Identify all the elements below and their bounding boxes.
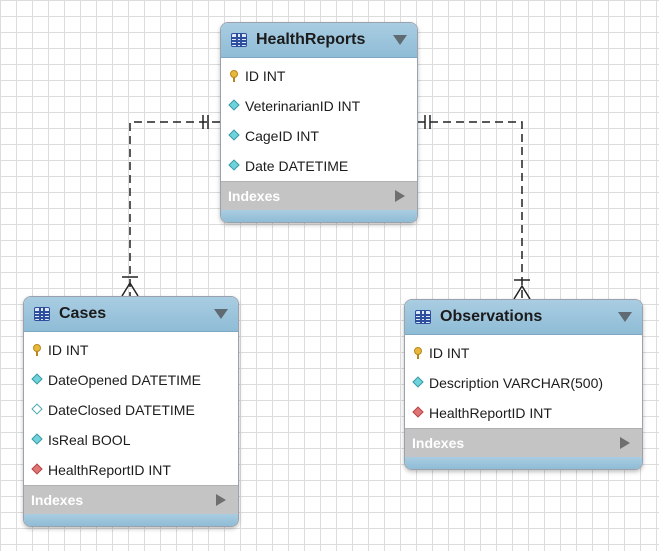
expand-arrow-icon[interactable] [395, 190, 405, 202]
column-row[interactable]: IsReal BOOL [24, 425, 238, 455]
table-icon [34, 307, 50, 321]
column-label: VeterinarianID INT [245, 98, 361, 114]
column-label: ID INT [48, 342, 89, 358]
column-label: CageID INT [245, 128, 319, 144]
column-diamond-icon [229, 160, 239, 172]
column-diamond-icon [229, 130, 239, 142]
column-diamond-icon [32, 434, 42, 446]
column-row[interactable]: DateClosed DATETIME [24, 395, 238, 425]
table-icon [231, 33, 247, 47]
indexes-label: Indexes [31, 492, 84, 508]
column-label: IsReal BOOL [48, 432, 131, 448]
observations-table[interactable]: Observations ID INT Description VARCHAR(… [404, 299, 643, 470]
table-header[interactable]: HealthReports [221, 23, 417, 58]
foreign-key-diamond-icon [413, 407, 423, 419]
table-footer [24, 514, 238, 526]
column-row[interactable]: HealthReportID INT [405, 398, 642, 428]
column-row[interactable]: Date DATETIME [221, 151, 417, 181]
cases-table[interactable]: Cases ID INT DateOpened DATETIME DateClo… [23, 296, 239, 527]
column-diamond-icon [413, 377, 423, 389]
column-label: Date DATETIME [245, 158, 349, 174]
column-row[interactable]: VeterinarianID INT [221, 91, 417, 121]
table-header[interactable]: Cases [24, 297, 238, 332]
column-row[interactable]: HealthReportID INT [24, 455, 238, 485]
primary-key-icon [32, 344, 42, 356]
column-label: DateOpened DATETIME [48, 372, 202, 388]
collapse-toggle-icon[interactable] [214, 309, 228, 319]
column-label: DateClosed DATETIME [48, 402, 195, 418]
indexes-section[interactable]: Indexes [405, 428, 642, 457]
column-row[interactable]: Description VARCHAR(500) [405, 368, 642, 398]
table-title: Observations [440, 308, 543, 325]
foreign-key-diamond-icon [32, 464, 42, 476]
column-label: HealthReportID INT [429, 405, 552, 421]
relationship-line-healthreports-observations[interactable] [417, 121, 523, 299]
table-title: HealthReports [256, 31, 366, 48]
nullable-column-diamond-icon [32, 404, 42, 416]
table-header[interactable]: Observations [405, 300, 642, 335]
table-title: Cases [59, 305, 107, 322]
relationship-line-healthreports-cases[interactable] [129, 121, 220, 296]
many-crowfoot-mark [121, 281, 139, 297]
indexes-section[interactable]: Indexes [221, 181, 417, 210]
table-footer [221, 210, 417, 222]
primary-key-icon [229, 70, 239, 82]
healthreports-table[interactable]: HealthReports ID INT VeterinarianID INT … [220, 22, 418, 223]
expand-arrow-icon[interactable] [620, 437, 630, 449]
column-diamond-icon [229, 100, 239, 112]
collapse-toggle-icon[interactable] [393, 35, 407, 45]
collapse-toggle-icon[interactable] [618, 312, 632, 322]
indexes-label: Indexes [228, 188, 281, 204]
table-icon [415, 310, 431, 324]
expand-arrow-icon[interactable] [216, 494, 226, 506]
column-row[interactable]: ID INT [221, 61, 417, 91]
column-label: ID INT [429, 345, 470, 361]
column-label: Description VARCHAR(500) [429, 375, 604, 391]
column-row[interactable]: ID INT [405, 338, 642, 368]
many-crowfoot-mark [513, 284, 531, 300]
column-diamond-icon [32, 374, 42, 386]
column-label: ID INT [245, 68, 286, 84]
column-label: HealthReportID INT [48, 462, 171, 478]
table-footer [405, 457, 642, 469]
indexes-section[interactable]: Indexes [24, 485, 238, 514]
column-row[interactable]: ID INT [24, 335, 238, 365]
indexes-label: Indexes [412, 435, 465, 451]
column-row[interactable]: CageID INT [221, 121, 417, 151]
primary-key-icon [413, 347, 423, 359]
column-row[interactable]: DateOpened DATETIME [24, 365, 238, 395]
